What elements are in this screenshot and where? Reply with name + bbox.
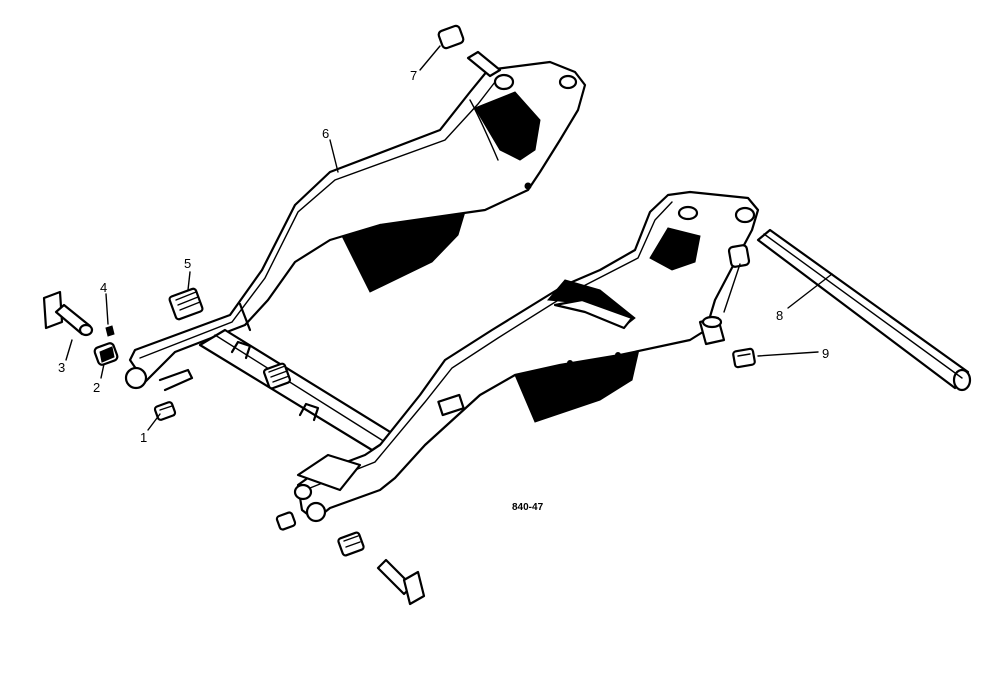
lower-left-pivot-eye bbox=[293, 483, 313, 501]
left-boom-arm bbox=[128, 60, 587, 384]
lower-nut bbox=[275, 511, 297, 531]
nut-1 bbox=[153, 401, 177, 421]
callout-2: 2 bbox=[93, 380, 100, 395]
right-pivot-bushing bbox=[727, 244, 751, 268]
spring-5 bbox=[168, 287, 204, 321]
callout-5: 5 bbox=[184, 256, 191, 271]
left-pivot-eye bbox=[124, 366, 148, 390]
callout-8: 8 bbox=[776, 308, 783, 323]
callout-3: 3 bbox=[58, 360, 65, 375]
lower-pin bbox=[376, 558, 426, 606]
tube-spring bbox=[262, 362, 292, 390]
bushing-7 bbox=[437, 24, 502, 78]
leader-7 bbox=[419, 45, 441, 71]
leader-3 bbox=[65, 339, 73, 361]
callout-7: 7 bbox=[410, 68, 417, 83]
callout-9: 9 bbox=[822, 346, 829, 361]
fitting-4 bbox=[105, 325, 115, 337]
leader-9 bbox=[757, 351, 819, 357]
leader-bushing-right bbox=[723, 263, 741, 313]
leader-6 bbox=[329, 139, 339, 173]
right-boom-arm bbox=[296, 190, 760, 522]
lower-mount-boss bbox=[296, 453, 362, 492]
bushing-9 bbox=[732, 347, 756, 369]
left-clip bbox=[158, 368, 194, 392]
leader-2 bbox=[100, 363, 105, 379]
callout-4: 4 bbox=[100, 280, 107, 295]
cross-tube bbox=[198, 302, 397, 452]
callout-6: 6 bbox=[322, 126, 329, 141]
shaft-8 bbox=[756, 228, 972, 392]
figure-id: 840-47 bbox=[512, 502, 544, 513]
pin-3 bbox=[42, 290, 94, 337]
leader-4 bbox=[105, 293, 109, 325]
lower-right-pivot-eye bbox=[305, 501, 327, 523]
leader-1 bbox=[147, 413, 161, 431]
leader-5 bbox=[187, 271, 191, 291]
right-pivot-pin bbox=[698, 315, 726, 346]
leader-8 bbox=[787, 273, 833, 309]
bushing-2 bbox=[93, 342, 119, 366]
callout-1: 1 bbox=[140, 430, 147, 445]
lower-bushing bbox=[337, 531, 365, 557]
